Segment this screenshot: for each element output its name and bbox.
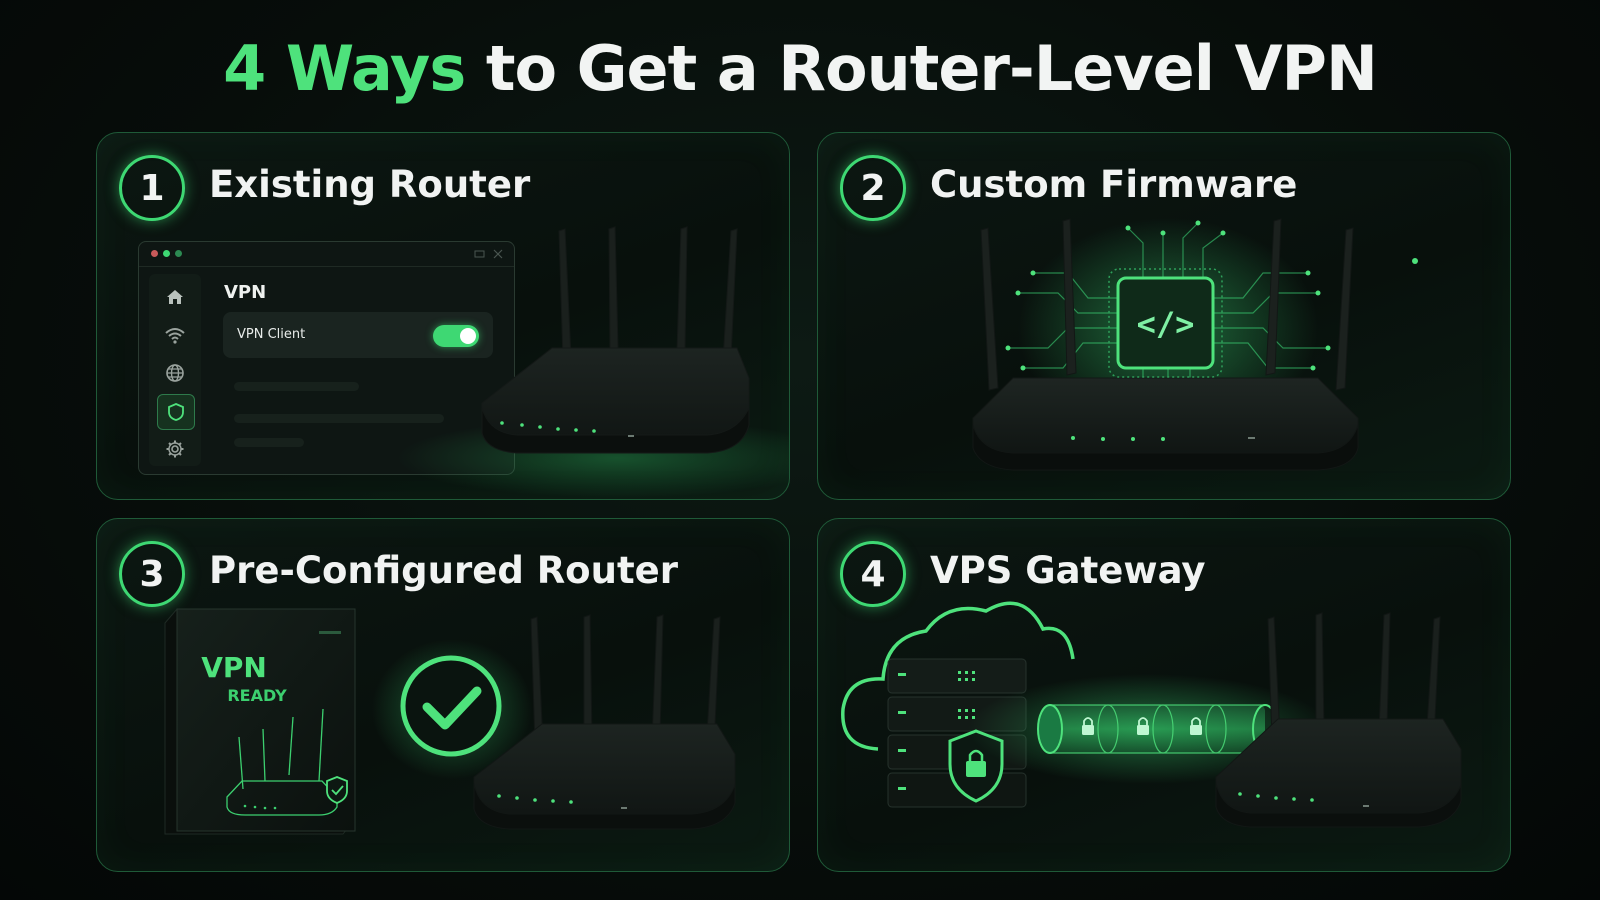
preconfigured-router-illustration: VPN READY bbox=[164, 608, 736, 835]
tunnel-lock-icons bbox=[1082, 717, 1202, 735]
card-pre-configured-router: 3 Pre-Configured Router VPN READY bbox=[96, 518, 790, 872]
card-title: Custom Firmware bbox=[930, 163, 1298, 206]
title-rest: to Get a Router-Level VPN bbox=[465, 32, 1378, 105]
card-existing-router: 1 Existing Router VPN VPN Client bbox=[96, 132, 790, 500]
vps-gateway-illustration bbox=[841, 601, 1462, 828]
sidebar bbox=[149, 274, 201, 466]
wifi-icon[interactable] bbox=[157, 318, 193, 352]
step-number-badge: 1 bbox=[119, 155, 185, 221]
window-dot bbox=[163, 250, 170, 257]
window-dot bbox=[151, 250, 158, 257]
placeholder-line bbox=[234, 414, 444, 423]
card-title: Existing Router bbox=[209, 163, 531, 206]
chip-code-symbol: </> bbox=[1137, 305, 1195, 343]
window-dot bbox=[175, 250, 182, 257]
window-titlebar bbox=[139, 242, 514, 267]
vpn-client-label: VPN Client bbox=[237, 327, 306, 342]
card-title: Pre-Configured Router bbox=[209, 549, 678, 592]
globe-icon[interactable] bbox=[157, 356, 193, 390]
firmware-router-illustration: </> bbox=[972, 218, 1418, 471]
card-vps-gateway: 4 VPS Gateway bbox=[817, 518, 1511, 872]
vpn-heading: VPN bbox=[224, 282, 267, 303]
window-controls-icon bbox=[474, 249, 503, 259]
gear-icon[interactable] bbox=[157, 432, 193, 466]
home-icon[interactable] bbox=[157, 280, 193, 314]
placeholder-line bbox=[234, 382, 359, 391]
box-ready-label: READY bbox=[227, 686, 287, 705]
router-illustration bbox=[397, 226, 789, 498]
checkmark-circle-icon bbox=[400, 655, 502, 757]
step-number-badge: 4 bbox=[840, 541, 906, 607]
page-title: 4 Ways to Get a Router-Level VPN bbox=[0, 32, 1600, 105]
vpn-client-row: VPN Client bbox=[223, 312, 493, 358]
vpn-client-toggle[interactable] bbox=[433, 325, 479, 347]
box-vpn-label: VPN bbox=[201, 651, 267, 684]
shield-icon[interactable] bbox=[157, 394, 195, 430]
placeholder-line bbox=[234, 438, 304, 447]
card-title: VPS Gateway bbox=[930, 549, 1206, 592]
cloud-icon bbox=[841, 601, 1075, 751]
box-shield-icon bbox=[326, 776, 348, 804]
title-accent: 4 Ways bbox=[223, 32, 466, 105]
step-number-badge: 2 bbox=[840, 155, 906, 221]
card-custom-firmware: 2 Custom Firmware bbox=[817, 132, 1511, 500]
step-number-badge: 3 bbox=[119, 541, 185, 607]
